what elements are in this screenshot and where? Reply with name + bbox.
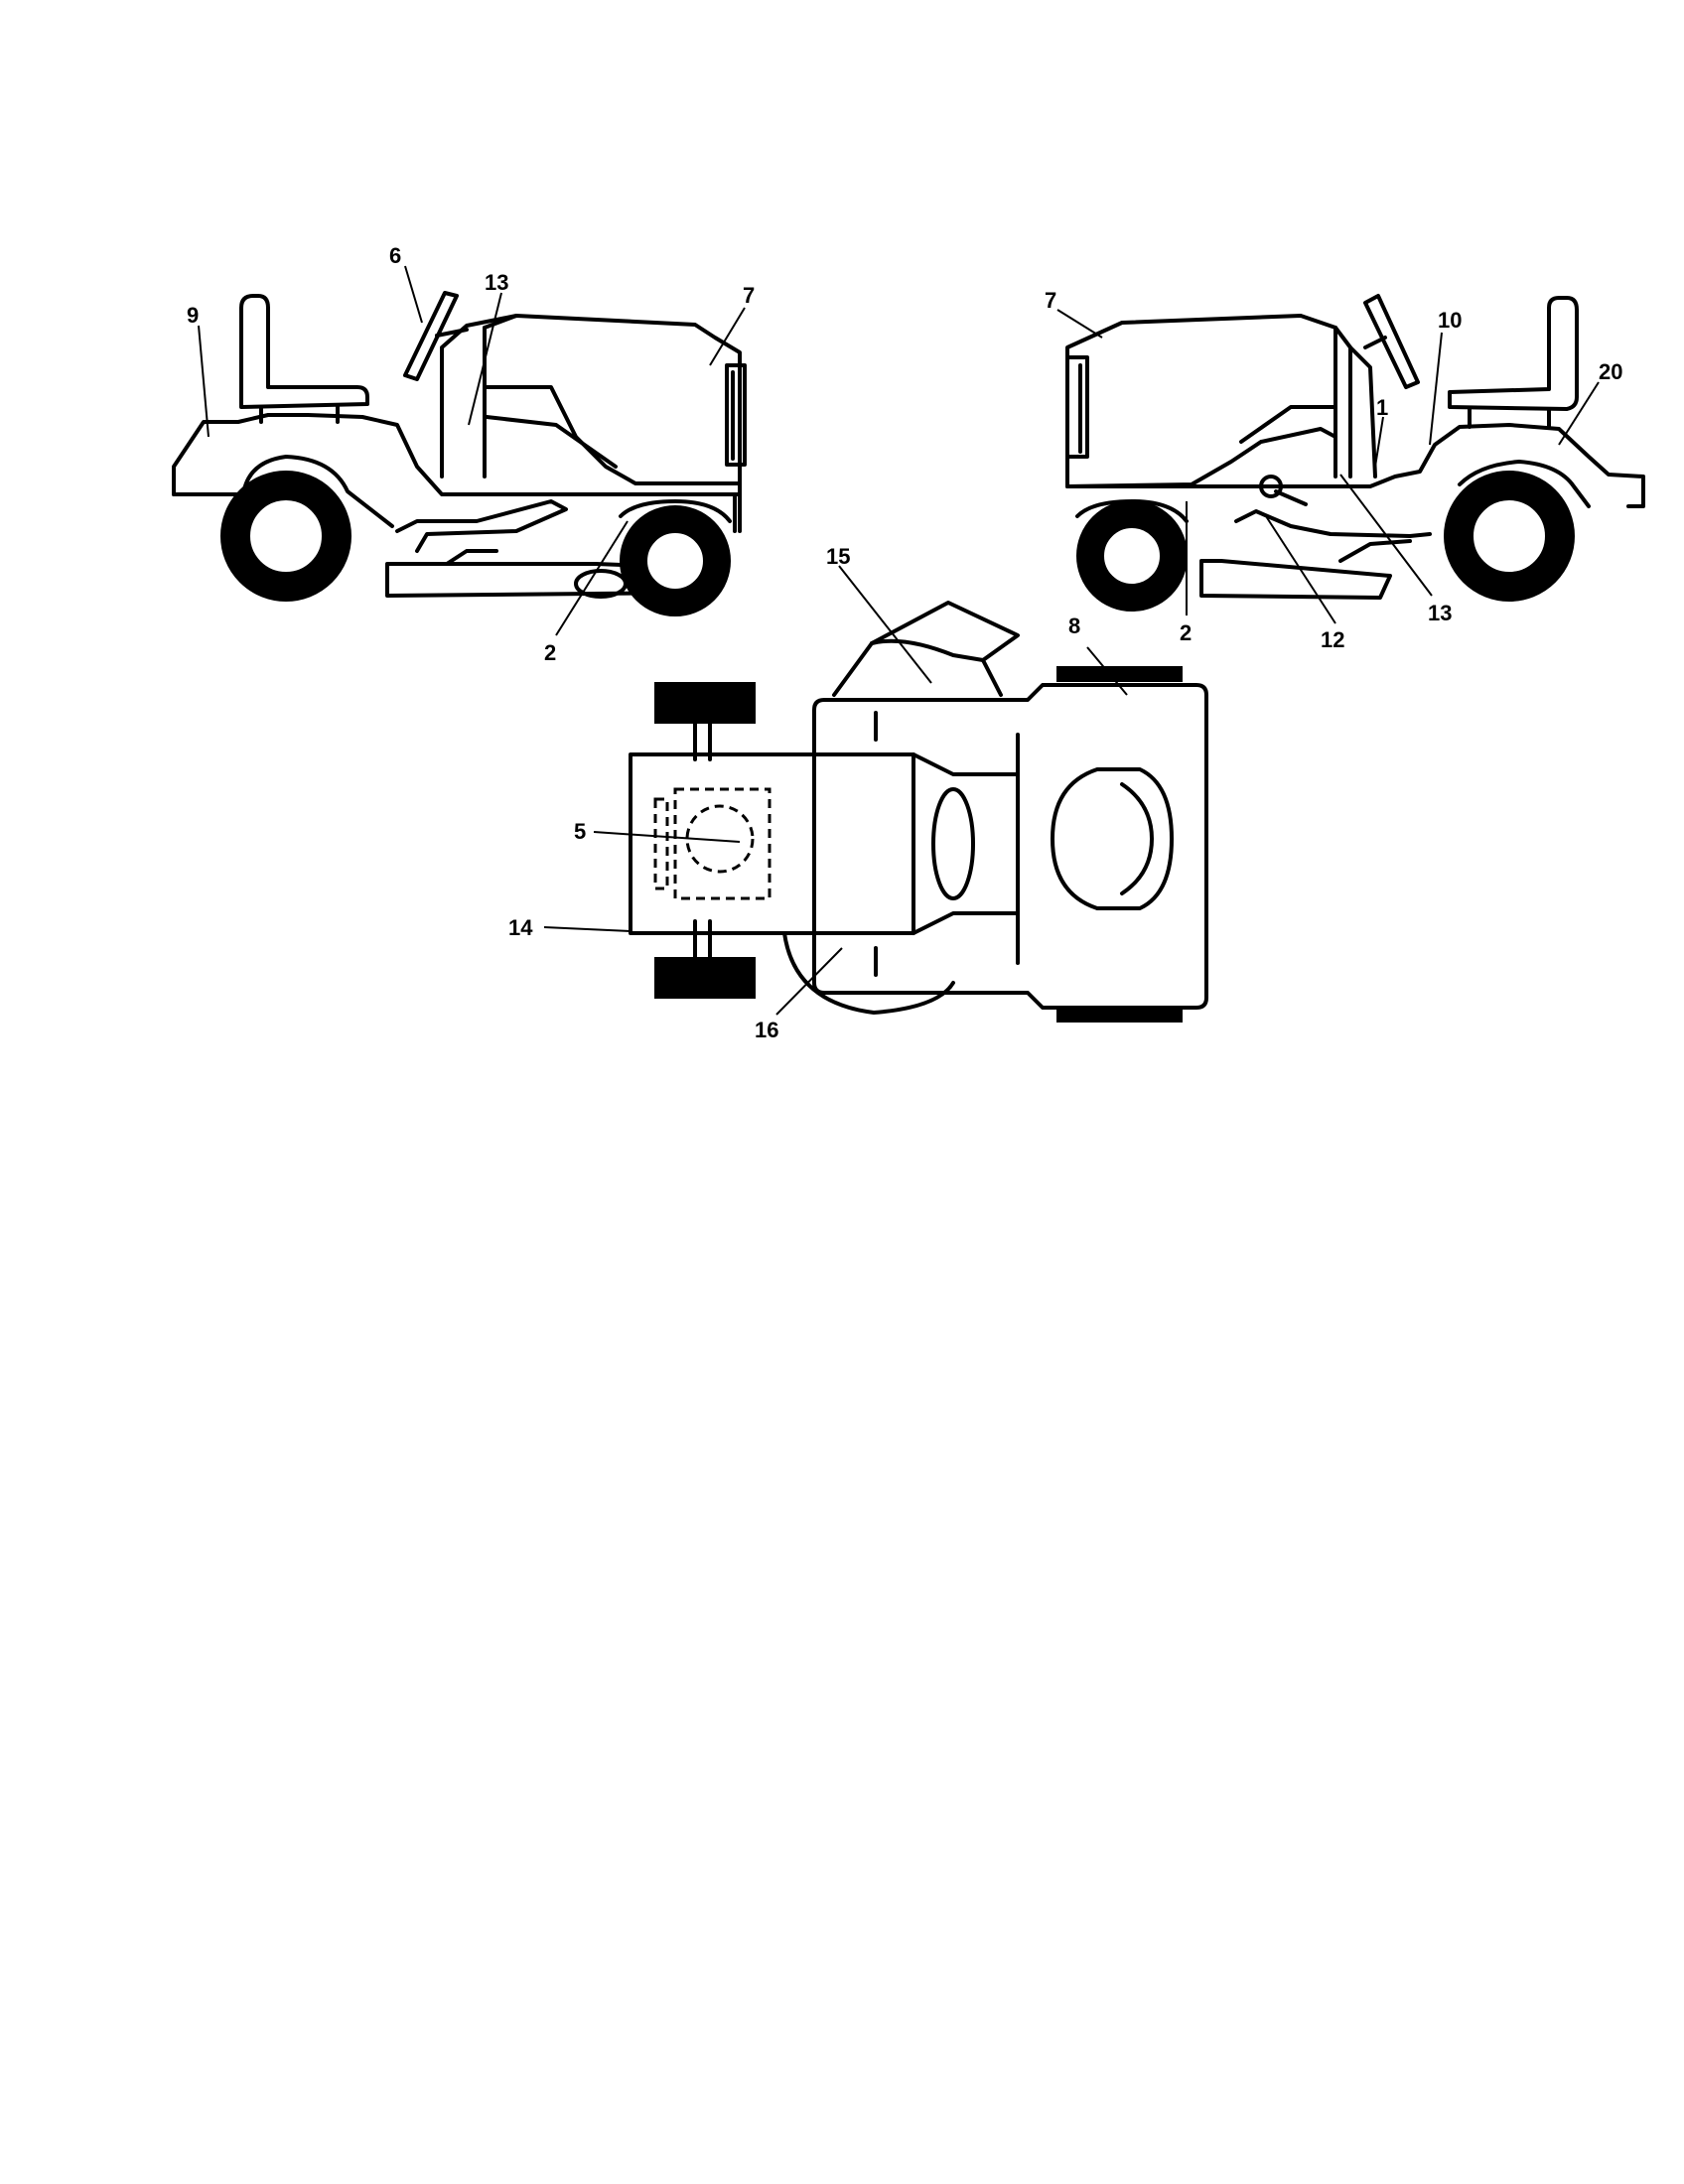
callout-12: 12	[1321, 627, 1344, 652]
callout-9: 9	[187, 303, 199, 328]
callout-13: 13	[485, 270, 508, 295]
callout-13-right: 13	[1428, 601, 1452, 625]
callout-16: 16	[755, 1018, 778, 1042]
callout-10: 10	[1438, 308, 1462, 333]
callout-8: 8	[1068, 614, 1080, 638]
tractor-top-view	[543, 565, 1208, 1023]
callout-20: 20	[1599, 359, 1622, 384]
callout-15: 15	[826, 544, 850, 569]
callout-2: 2	[544, 640, 556, 665]
tractor-left-side-view	[172, 265, 747, 636]
tractor-right-side-view	[1056, 294, 1645, 624]
callout-14: 14	[508, 915, 533, 940]
callout-7: 7	[743, 283, 755, 308]
callout-1: 1	[1376, 395, 1388, 420]
callout-6: 6	[389, 243, 401, 268]
callout-7-right: 7	[1045, 288, 1056, 313]
callout-2-right: 2	[1180, 620, 1192, 645]
callout-5: 5	[574, 819, 586, 844]
